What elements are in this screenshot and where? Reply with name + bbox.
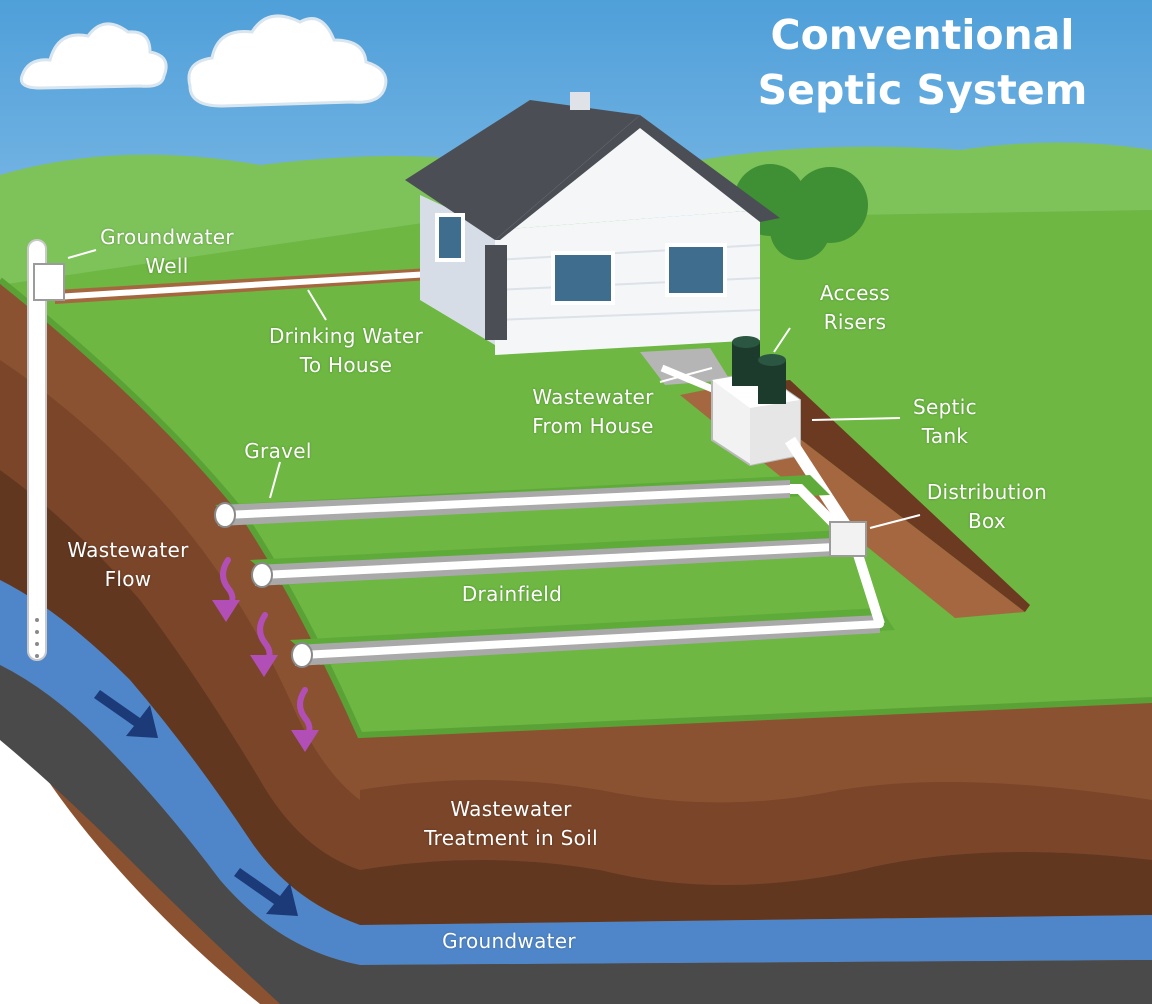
label-access-risers: Access Risers [819,281,891,334]
perforated-pipes [221,485,884,659]
soil-left-mid [0,360,360,870]
pipe-ends [214,502,313,668]
house [405,92,780,355]
well-box [33,263,65,301]
label-distribution-box: Distribution Box [926,480,1048,533]
window-front-1 [551,251,615,305]
label-wastewater-flow: Wastewater Flow [67,538,189,591]
bedrock-left [0,665,360,1004]
label-groundwater: Groundwater [442,929,576,953]
label-wastewater-from-house: Wastewater From House [532,385,654,438]
groundwater-left [0,580,360,965]
window-left [435,213,465,262]
bedrock-front [360,960,1152,1004]
title-line-1: Conventional [770,11,1075,59]
label-septic-tank: Septic Tank [913,395,977,448]
label-wastewater-treatment: Wastewater Treatment in Soil [424,797,598,850]
drinking-water-pipe [54,271,431,300]
label-groundwater-well: Groundwater Well [100,225,234,278]
title-line-2: Septic System [757,66,1088,114]
window-front-2 [665,243,727,297]
well-casing [27,239,47,661]
label-gravel: Gravel [244,439,312,463]
far-hills [0,154,470,300]
soil-layer-mid [360,780,1152,885]
cloud-left [19,22,168,90]
diagram-title: Conventional Septic System [730,8,1115,118]
label-drainfield: Drainfield [461,582,563,606]
soil-layer-deep [360,852,1152,925]
groundwater-flow-arrows [94,690,298,916]
walkway [640,348,730,385]
access-risers [732,336,786,404]
cloud-right [187,14,388,108]
soil-left-deep [0,470,360,925]
wastewater-pipe [660,364,717,394]
bushes [734,164,868,260]
label-drinking-water: Drinking Water To House [268,324,424,377]
distribution-box [829,521,867,557]
groundwater-band [360,915,1152,965]
